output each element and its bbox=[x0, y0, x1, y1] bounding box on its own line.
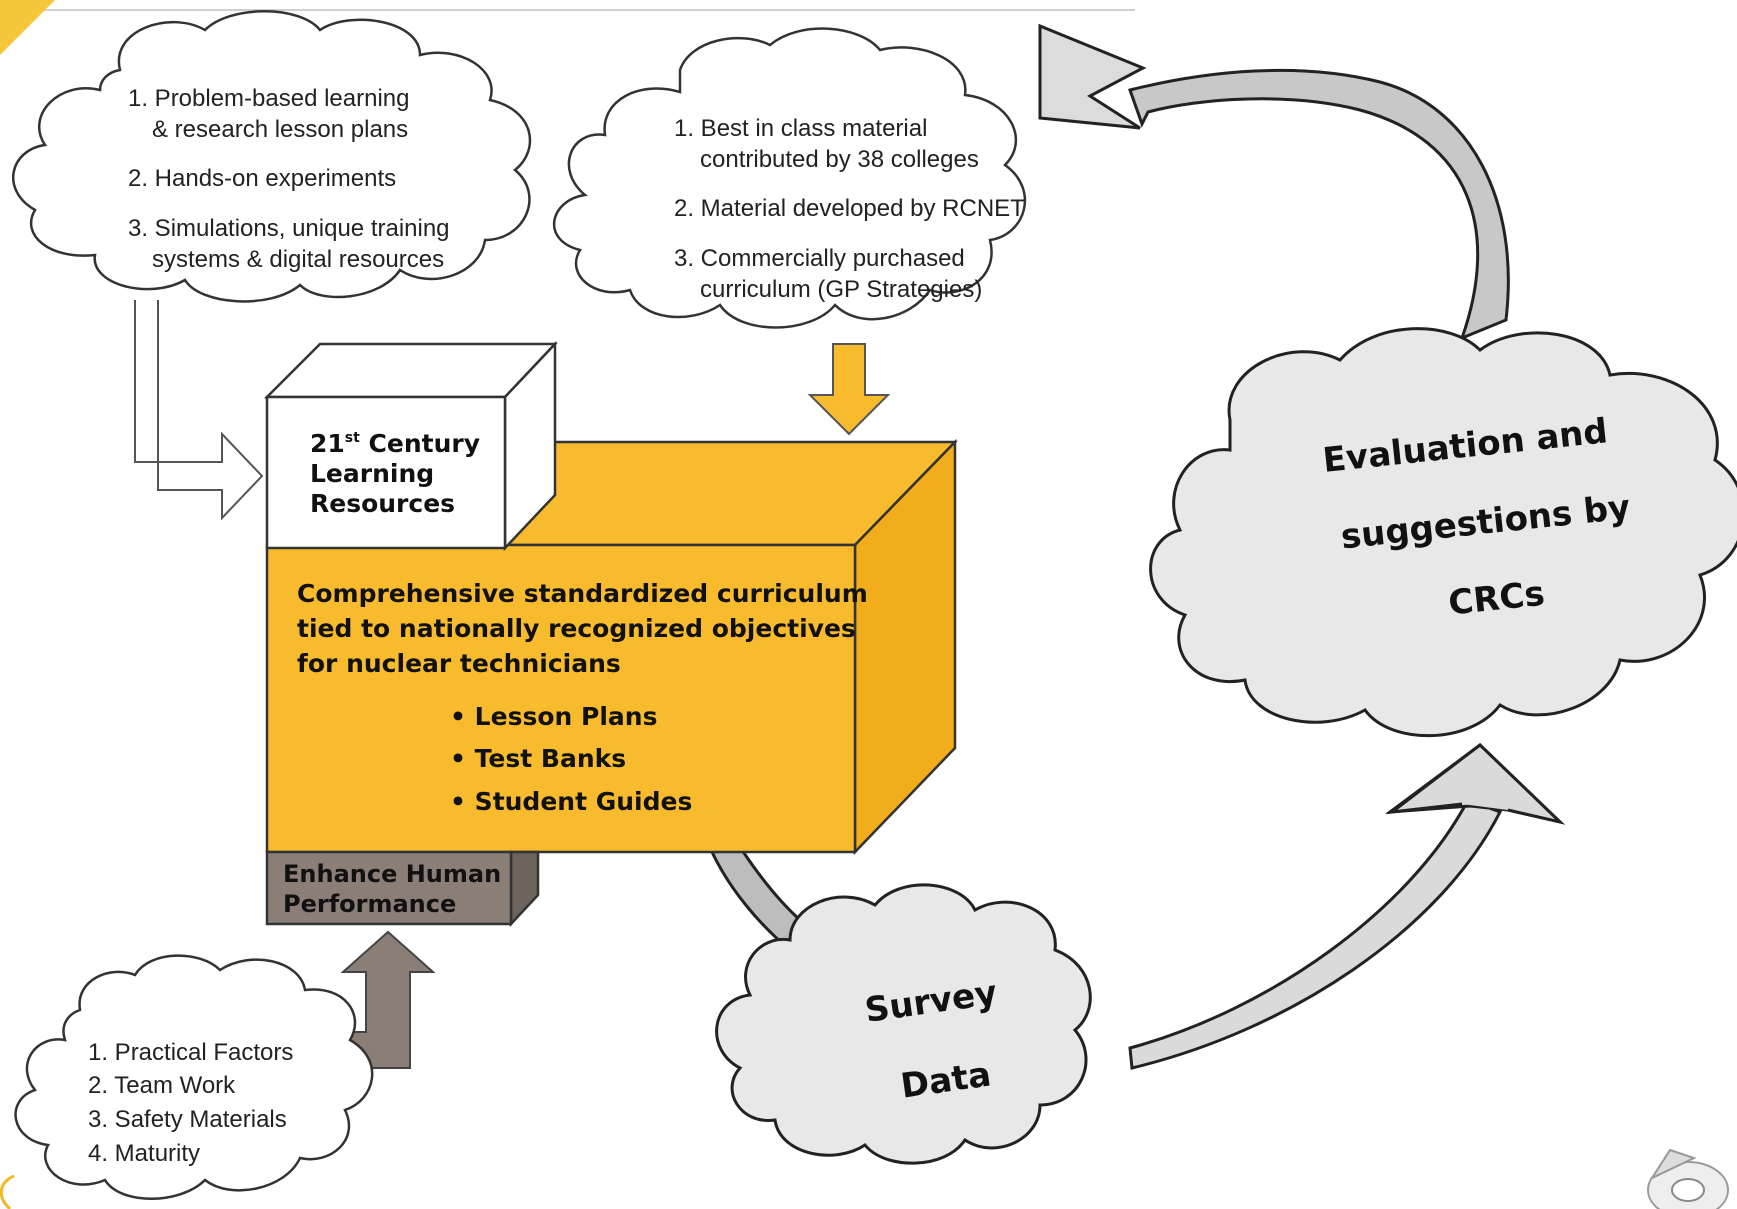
feedback-arc-arrow-top-body bbox=[1128, 68, 1510, 341]
cloud3-item3: 3. Safety Materials bbox=[88, 1106, 287, 1133]
survey-arrowhead-outline bbox=[1386, 743, 1565, 825]
cloud-human-factors bbox=[14, 954, 374, 1200]
cloud-learning-resources bbox=[12, 10, 532, 303]
learning-resources-box: 21st Century Learning Resources bbox=[263, 340, 558, 552]
resources-box-line2: Learning bbox=[310, 459, 434, 488]
cloud1-item2: 2. Hands-on experiments bbox=[128, 165, 396, 192]
curriculum-bullet-1: • Lesson Plans bbox=[450, 702, 657, 731]
curriculum-bullet-3: • Student Guides bbox=[450, 787, 692, 816]
cloud2-item1-line1: 1. Best in class material bbox=[674, 115, 927, 142]
cloud2-item2: 2. Material developed by RCNET bbox=[674, 195, 1025, 222]
material-down-arrow bbox=[807, 343, 891, 436]
logo-mark-bottom-right bbox=[1647, 1148, 1729, 1209]
cloud-evaluation bbox=[1149, 327, 1737, 738]
resources-hollow-arrow bbox=[134, 300, 264, 521]
performance-box: Enhance Human Performance bbox=[265, 850, 540, 928]
curriculum-line2: tied to nationally recognized objectives bbox=[297, 614, 856, 643]
cloud2-item1-line2: contributed by 38 colleges bbox=[700, 146, 979, 173]
curriculum-bullet-2: • Test Banks bbox=[450, 744, 626, 773]
curriculum-line1: Comprehensive standardized curriculum bbox=[297, 579, 868, 608]
resources-box-front bbox=[265, 395, 507, 550]
cloud3-item4: 4. Maturity bbox=[88, 1140, 200, 1167]
cloud1-item1-line1: 1. Problem-based learning bbox=[128, 85, 410, 112]
performance-box-front bbox=[265, 850, 513, 926]
cloud-survey bbox=[715, 883, 1092, 1165]
cloud1-item3-line2: systems & digital resources bbox=[152, 246, 444, 273]
feedback-arc-arrowhead-top bbox=[1038, 23, 1147, 130]
corner-decoration-top-left bbox=[0, 0, 55, 55]
resources-box-line1: 21st Century bbox=[310, 429, 480, 458]
resources-box-line3: Resources bbox=[310, 489, 455, 518]
curriculum-box: Comprehensive standardized curriculum ti… bbox=[265, 438, 958, 856]
performance-line1: Enhance Human bbox=[283, 860, 501, 888]
cloud3-item1: 1. Practical Factors bbox=[88, 1039, 293, 1066]
cloud1-item1-line2: & research lesson plans bbox=[152, 116, 408, 143]
cloud3-item2: 2. Team Work bbox=[88, 1072, 236, 1099]
performance-line2: Performance bbox=[283, 890, 456, 918]
cloud-material-sources bbox=[552, 27, 1027, 329]
curriculum-line3: for nuclear technicians bbox=[297, 649, 621, 678]
cloud2-item3-line1: 3. Commercially purchased bbox=[674, 245, 965, 272]
performance-box-side bbox=[509, 850, 540, 928]
corner-decoration-bottom-left bbox=[0, 1174, 15, 1209]
cloud1-item3-line1: 3. Simulations, unique training bbox=[128, 215, 450, 242]
survey-arc-arrow-body bbox=[1128, 798, 1503, 1070]
cloud2-item3-line2: curriculum (GP Strategies) bbox=[700, 276, 982, 303]
curriculum-box-front bbox=[265, 543, 857, 854]
